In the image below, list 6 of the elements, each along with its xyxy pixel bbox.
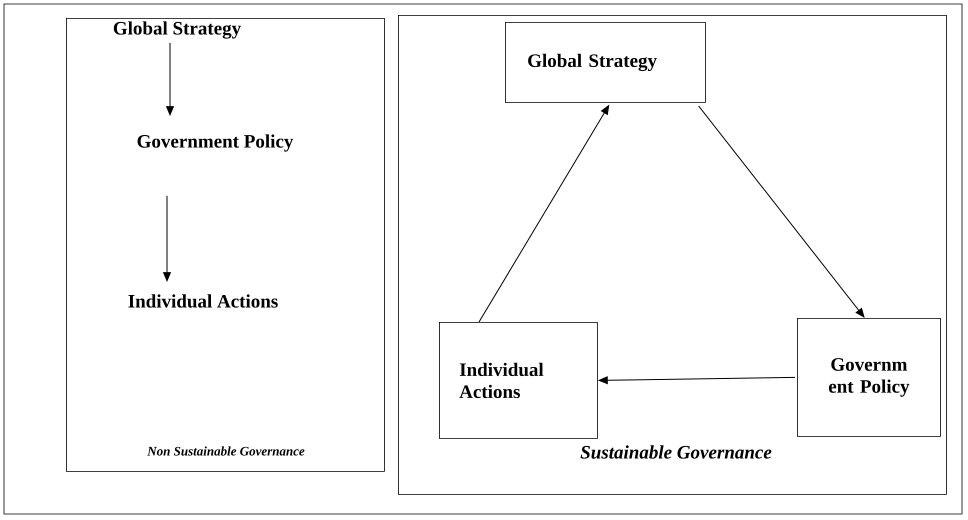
process-box: Governm ent Policy	[797, 318, 941, 437]
process-box: Individual Actions	[439, 322, 598, 439]
process-box: Global Strategy	[505, 22, 706, 103]
label-text: Individual Actions	[128, 294, 278, 308]
label-text: Government Policy	[138, 134, 294, 152]
label-text: Global Strategy	[114, 21, 241, 39]
